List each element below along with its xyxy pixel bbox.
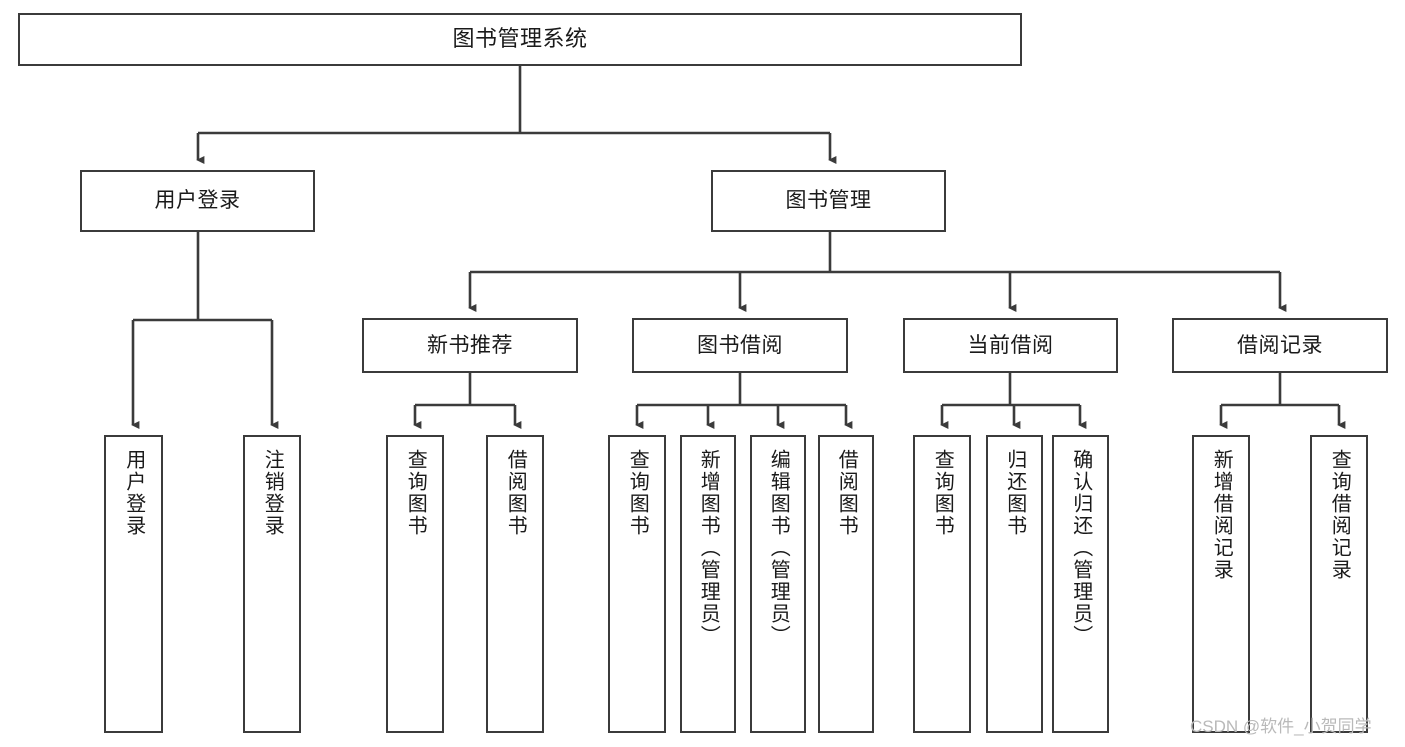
node-root-label: 图书管理系统 [452, 26, 588, 52]
node-label: 归还图书 [1003, 449, 1026, 537]
node-label: 查询图书 [931, 449, 954, 537]
node-label: 新书推荐 [427, 333, 513, 357]
node-label: 借阅图书 [835, 449, 858, 537]
node-level2-book-borrow[interactable]: 图书借阅 [632, 318, 848, 373]
node-leaf-logout[interactable]: 注销登录 [243, 435, 301, 733]
node-leaf-add-borrow-record[interactable]: 新增借阅记录 [1192, 435, 1250, 733]
node-label: 用户登录 [154, 189, 241, 213]
node-root[interactable]: 图书管理系统 [18, 13, 1022, 66]
node-level1-user-login[interactable]: 用户登录 [80, 170, 315, 232]
node-label: 确认归还（管理员） [1069, 449, 1092, 647]
node-level2-new-book-recommend[interactable]: 新书推荐 [362, 318, 578, 373]
node-label: 图书借阅 [697, 333, 783, 357]
watermark: CSDN @软件_小贺同学 [1190, 717, 1372, 736]
node-label: 图书管理 [785, 189, 872, 213]
node-leaf-user-login[interactable]: 用户登录 [104, 435, 163, 733]
node-label: 查询图书 [404, 449, 427, 537]
node-leaf-return-book[interactable]: 归还图书 [986, 435, 1043, 733]
node-label: 当前借阅 [967, 333, 1054, 357]
node-leaf-query-book-recommend[interactable]: 查询图书 [386, 435, 444, 733]
node-label: 新增图书（管理员） [697, 449, 720, 647]
node-leaf-confirm-return-admin[interactable]: 确认归还（管理员） [1052, 435, 1109, 733]
node-label: 用户登录 [122, 449, 145, 537]
node-label: 新增借阅记录 [1210, 449, 1233, 581]
node-leaf-query-book-current[interactable]: 查询图书 [913, 435, 971, 733]
node-level2-current-borrow[interactable]: 当前借阅 [903, 318, 1118, 373]
node-leaf-add-book-admin[interactable]: 新增图书（管理员） [680, 435, 736, 733]
node-label: 借阅图书 [504, 449, 527, 537]
node-leaf-query-book-borrow[interactable]: 查询图书 [608, 435, 666, 733]
node-leaf-borrow-book[interactable]: 借阅图书 [818, 435, 874, 733]
node-level2-borrow-record[interactable]: 借阅记录 [1172, 318, 1388, 373]
node-leaf-edit-book-admin[interactable]: 编辑图书（管理员） [750, 435, 806, 733]
node-label: 查询借阅记录 [1328, 449, 1351, 581]
node-label: 编辑图书（管理员） [767, 449, 790, 647]
node-leaf-borrow-book-recommend[interactable]: 借阅图书 [486, 435, 544, 733]
node-label: 查询图书 [626, 449, 649, 537]
node-label: 借阅记录 [1237, 333, 1323, 357]
node-level1-book-management[interactable]: 图书管理 [711, 170, 946, 232]
node-label: 注销登录 [261, 449, 284, 537]
node-leaf-query-borrow-record[interactable]: 查询借阅记录 [1310, 435, 1368, 733]
